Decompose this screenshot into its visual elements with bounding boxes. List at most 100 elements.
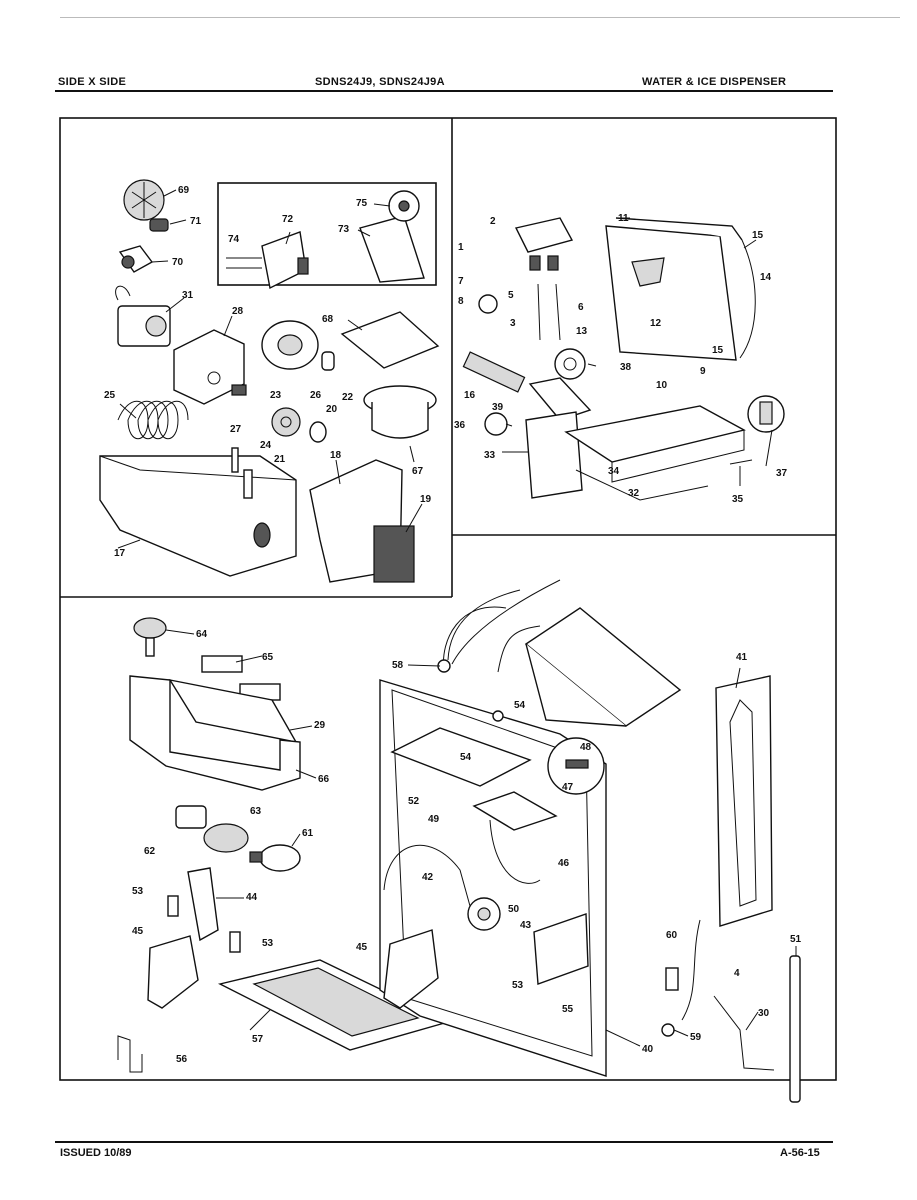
callout-36: 36 [454, 420, 466, 431]
header-model-numbers: SDNS24J9, SDNS24J9A [315, 76, 445, 88]
icon-clip-27 [231, 384, 247, 396]
icon-cover-plate-68 [340, 311, 440, 369]
icon-plate-52 [390, 727, 532, 787]
icon-rod-51 [789, 955, 801, 1103]
callout-55: 55 [562, 1004, 574, 1015]
icon-actuator-75 [388, 190, 420, 222]
icon-screws-74 [226, 257, 262, 269]
callout-28: 28 [232, 306, 244, 317]
icon-lever-42 [383, 844, 471, 907]
callout-39: 39 [492, 402, 504, 413]
icon-gasket-19 [373, 525, 415, 583]
icon-thermostat-37 [747, 395, 785, 433]
callout-54-mid: 54 [460, 752, 472, 763]
icon-heater-34 [575, 469, 709, 501]
icon-motor-cover-28 [173, 329, 245, 405]
icon-tubes-3-13 [537, 283, 561, 341]
callout-2: 2 [490, 216, 496, 227]
icon-bracket-73 [359, 215, 425, 283]
callout-13: 13 [576, 326, 588, 337]
callout-26: 26 [310, 390, 322, 401]
callout-64: 64 [196, 629, 208, 640]
callout-62: 62 [144, 846, 156, 857]
callout-43: 43 [520, 920, 532, 931]
leader-lines [117, 189, 797, 1047]
icon-nut-71 [149, 218, 169, 232]
callout-45-left: 45 [132, 926, 144, 937]
icon-lamp-shield-63 [203, 823, 249, 853]
icon-clamp-60 [665, 967, 679, 991]
callout-1: 1 [458, 242, 464, 253]
callout-25: 25 [104, 390, 116, 401]
callout-65: 65 [262, 652, 274, 663]
icon-spacer-20 [309, 421, 327, 443]
callout-31: 31 [182, 290, 194, 301]
callout-48: 48 [580, 742, 592, 753]
icon-shaft-21 [231, 447, 253, 499]
icon-funnel-48 [524, 607, 682, 727]
icon-elbow-tube-30 [713, 995, 775, 1071]
footer-issue-date: ISSUED 10/89 [60, 1147, 132, 1159]
callout-24: 24 [260, 440, 272, 451]
callout-56: 56 [176, 1054, 188, 1065]
callout-9: 9 [700, 366, 706, 377]
callout-30: 30 [758, 1008, 770, 1019]
callout-41: 41 [736, 652, 748, 663]
icon-ice-mold-32 [564, 405, 746, 483]
callout-37: 37 [776, 468, 788, 479]
icon-clip-36 [484, 412, 508, 436]
callout-10: 10 [656, 380, 668, 391]
header-section-title: WATER & ICE DISPENSER [642, 76, 787, 88]
icon-screw-35 [729, 459, 753, 465]
icon-mold-housing-33 [525, 411, 583, 499]
callout-7: 7 [458, 276, 464, 287]
icon-icemaker-cover-10 [605, 217, 743, 361]
callout-67: 67 [412, 466, 424, 477]
callout-72: 72 [282, 214, 294, 225]
callout-51: 51 [790, 934, 802, 945]
callout-61: 61 [302, 828, 314, 839]
callout-19: 19 [420, 494, 432, 505]
callout-46: 46 [558, 858, 570, 869]
icon-bushing-22 [321, 351, 335, 371]
callout-57: 57 [252, 1034, 264, 1045]
callout-18: 18 [330, 450, 342, 461]
callout-68: 68 [322, 314, 334, 325]
icon-label-12 [631, 257, 665, 287]
callout-53-left: 53 [132, 886, 144, 897]
header-rule [55, 90, 833, 92]
callout-3: 3 [510, 318, 516, 329]
callout-49: 49 [428, 814, 440, 825]
callout-58: 58 [392, 660, 404, 671]
callout-29: 29 [314, 720, 326, 731]
icon-lamp-socket-62 [175, 805, 207, 829]
icon-bracket-53-left [167, 895, 241, 953]
icon-tube-54 [492, 625, 541, 722]
icon-grommet-38 [554, 348, 586, 380]
callout-66: 66 [318, 774, 330, 785]
callout-12: 12 [650, 318, 662, 329]
callout-52: 52 [408, 796, 420, 807]
icon-ice-bucket-17 [99, 455, 297, 577]
callout-35: 35 [732, 494, 744, 505]
callout-16: 16 [464, 390, 476, 401]
icon-fill-cup-39 [528, 377, 592, 421]
icon-panel-66 [129, 675, 301, 791]
icon-tube-16 [462, 351, 526, 393]
callout-15-top: 15 [752, 230, 764, 241]
callout-53-right: 53 [512, 980, 524, 991]
callout-74: 74 [228, 234, 240, 245]
callout-6: 6 [578, 302, 584, 313]
callout-11: 11 [618, 213, 629, 224]
callout-5: 5 [508, 290, 514, 301]
icon-inset-circle-47 [547, 737, 605, 795]
callout-15-bottom: 15 [712, 345, 724, 356]
icon-bucket-motor-67 [363, 385, 437, 439]
callout-71: 71 [190, 216, 202, 227]
callout-38: 38 [620, 362, 632, 373]
callout-32: 32 [628, 488, 640, 499]
callout-20: 20 [326, 404, 338, 415]
icon-wiring-14 [739, 239, 756, 359]
top-scan-line [60, 17, 900, 18]
icon-solenoid-72 [261, 231, 309, 290]
